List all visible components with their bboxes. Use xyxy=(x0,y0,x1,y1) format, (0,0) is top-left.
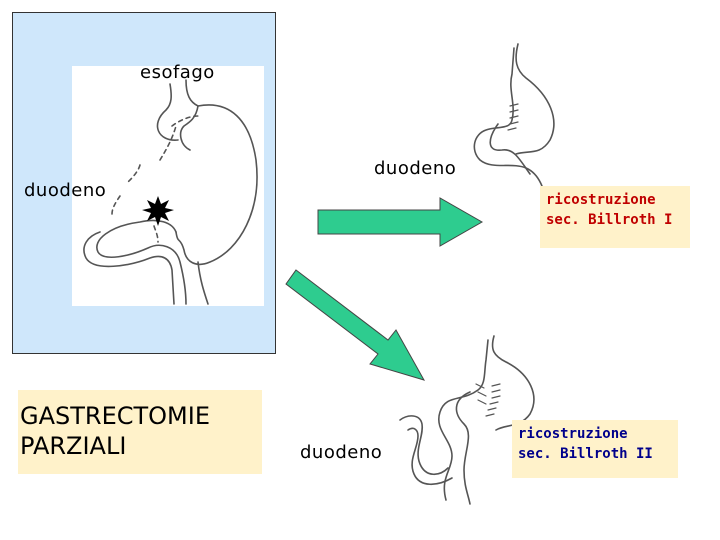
billroth-i-drawing xyxy=(474,44,554,206)
billroth-i-line-1: ricostruzione xyxy=(546,190,684,210)
arrow-to-billroth-i xyxy=(318,198,482,246)
billroth-i-label: ricostruzione sec. Billroth I xyxy=(540,186,690,248)
billroth-i-line-2: sec. Billroth I xyxy=(546,210,684,230)
label-duodeno-left: duodeno xyxy=(24,180,106,201)
title-line-1: GASTRECTOMIE xyxy=(20,402,210,430)
page-title: GASTRECTOMIE PARZIALI xyxy=(18,390,262,474)
billroth-ii-line-1: ricostruzione xyxy=(518,424,672,444)
label-esofago: esofago xyxy=(140,62,215,83)
stomach-original-drawing xyxy=(84,80,257,304)
billroth-ii-line-2: sec. Billroth II xyxy=(518,444,672,464)
arrow-to-billroth-ii xyxy=(286,270,424,380)
title-line-2: PARZIALI xyxy=(20,432,126,460)
label-duodeno-bottom: duodeno xyxy=(300,442,382,463)
billroth-ii-label: ricostruzione sec. Billroth II xyxy=(512,420,678,478)
label-duodeno-top: duodeno xyxy=(374,158,456,179)
